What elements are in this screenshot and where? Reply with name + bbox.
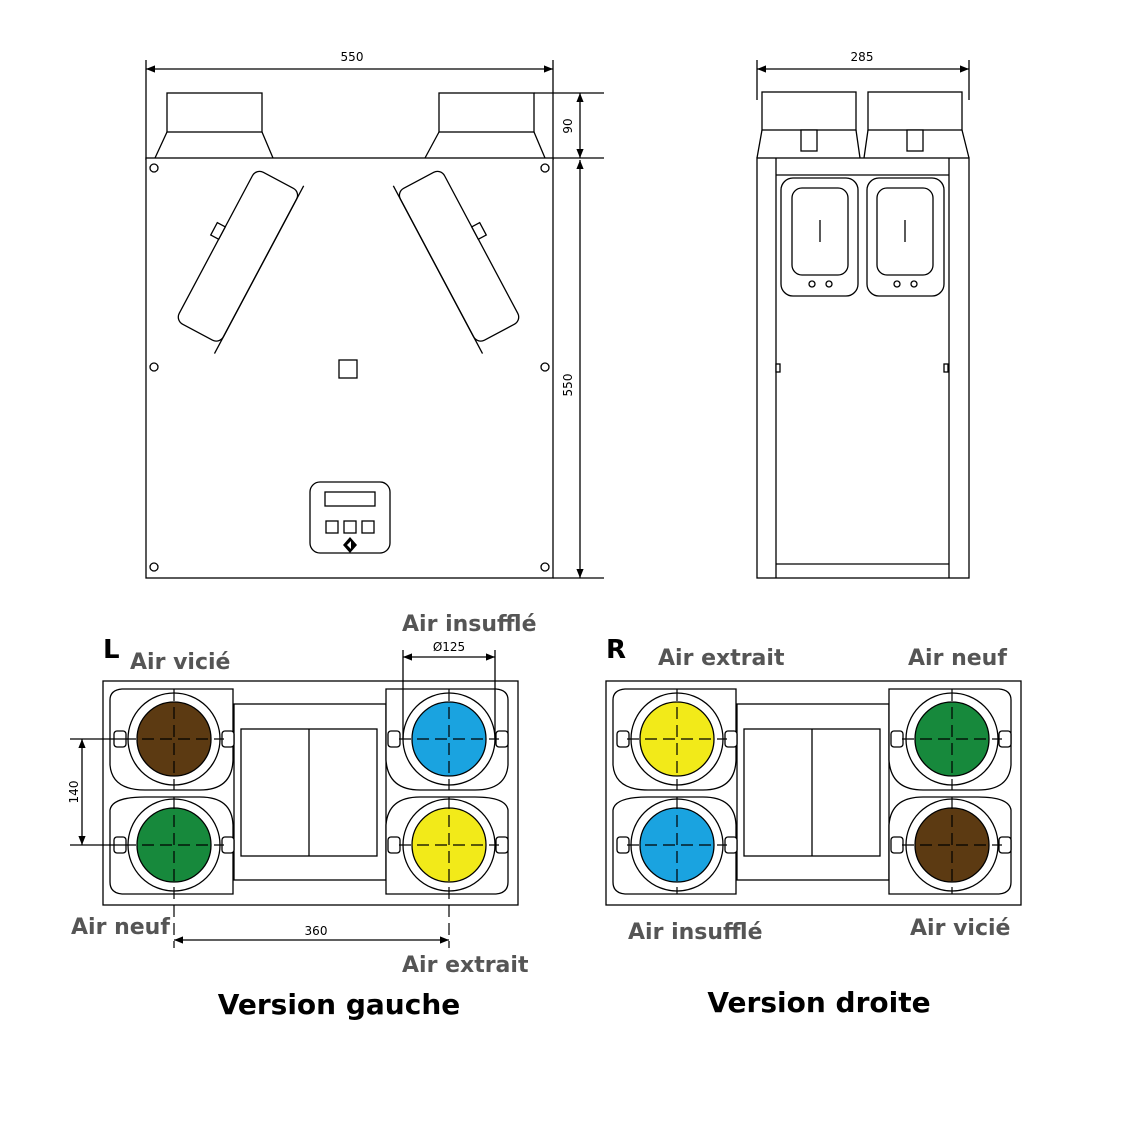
port-fill — [639, 701, 715, 777]
screw-hole — [149, 562, 159, 572]
label-air-vicie: Air vicié — [130, 650, 230, 675]
port-fill — [411, 701, 487, 777]
front-width-label: 550 — [341, 50, 364, 64]
right-side-letter: R — [606, 635, 626, 665]
left-version-diagram: L — [67, 612, 537, 1021]
duct-height-label: 90 — [561, 118, 575, 133]
label-air-neuf: Air neuf — [71, 915, 170, 940]
filter-housing-right — [866, 177, 945, 297]
front-duct-left — [154, 92, 274, 159]
filter-housing-left — [780, 177, 859, 297]
vertical-spacing-label: 140 — [67, 781, 81, 804]
port-fill — [136, 701, 212, 777]
front-duct-right — [424, 92, 546, 159]
control-button — [343, 520, 357, 534]
center-knob — [338, 359, 358, 379]
label-air-neuf: Air neuf — [908, 646, 1007, 671]
left-version-title: Version gauche — [218, 988, 461, 1021]
side-view: 285 — [756, 50, 970, 579]
control-button — [325, 520, 339, 534]
screw-hole — [540, 362, 550, 372]
label-air-insuffle: Air insufflé — [628, 920, 763, 945]
front-view: 550 90 550 — [145, 50, 604, 579]
port-air-vicie-left — [127, 692, 221, 786]
side-duct-right — [867, 91, 963, 131]
left-side-letter: L — [103, 635, 120, 665]
screw-hole — [540, 562, 550, 572]
control-button — [361, 520, 375, 534]
label-air-vicie: Air vicié — [910, 916, 1010, 941]
brand-logo-icon — [343, 537, 357, 553]
filter-drawer-right — [392, 170, 520, 354]
diameter-label: Ø125 — [433, 640, 465, 654]
front-height-label: 550 — [561, 374, 575, 397]
port-air-extrait-right — [630, 692, 724, 786]
right-version-diagram: R — [605, 635, 1022, 1019]
side-duct-left — [761, 91, 857, 131]
horizontal-spacing-label: 360 — [305, 924, 328, 938]
screw-hole — [149, 163, 159, 173]
filter-drawer-left — [177, 170, 305, 354]
screw-hole — [540, 163, 550, 173]
control-panel — [309, 481, 391, 554]
port-air-insuffle-left — [402, 692, 496, 786]
display-screen — [324, 491, 376, 507]
screw-hole — [149, 362, 159, 372]
port-fill — [914, 701, 990, 777]
label-air-extrait: Air extrait — [658, 646, 785, 671]
side-depth-label: 285 — [851, 50, 874, 64]
label-air-insuffle: Air insufflé — [402, 612, 537, 637]
port-air-neuf-right — [905, 692, 999, 786]
label-air-extrait: Air extrait — [402, 953, 529, 978]
right-version-title: Version droite — [707, 986, 930, 1019]
